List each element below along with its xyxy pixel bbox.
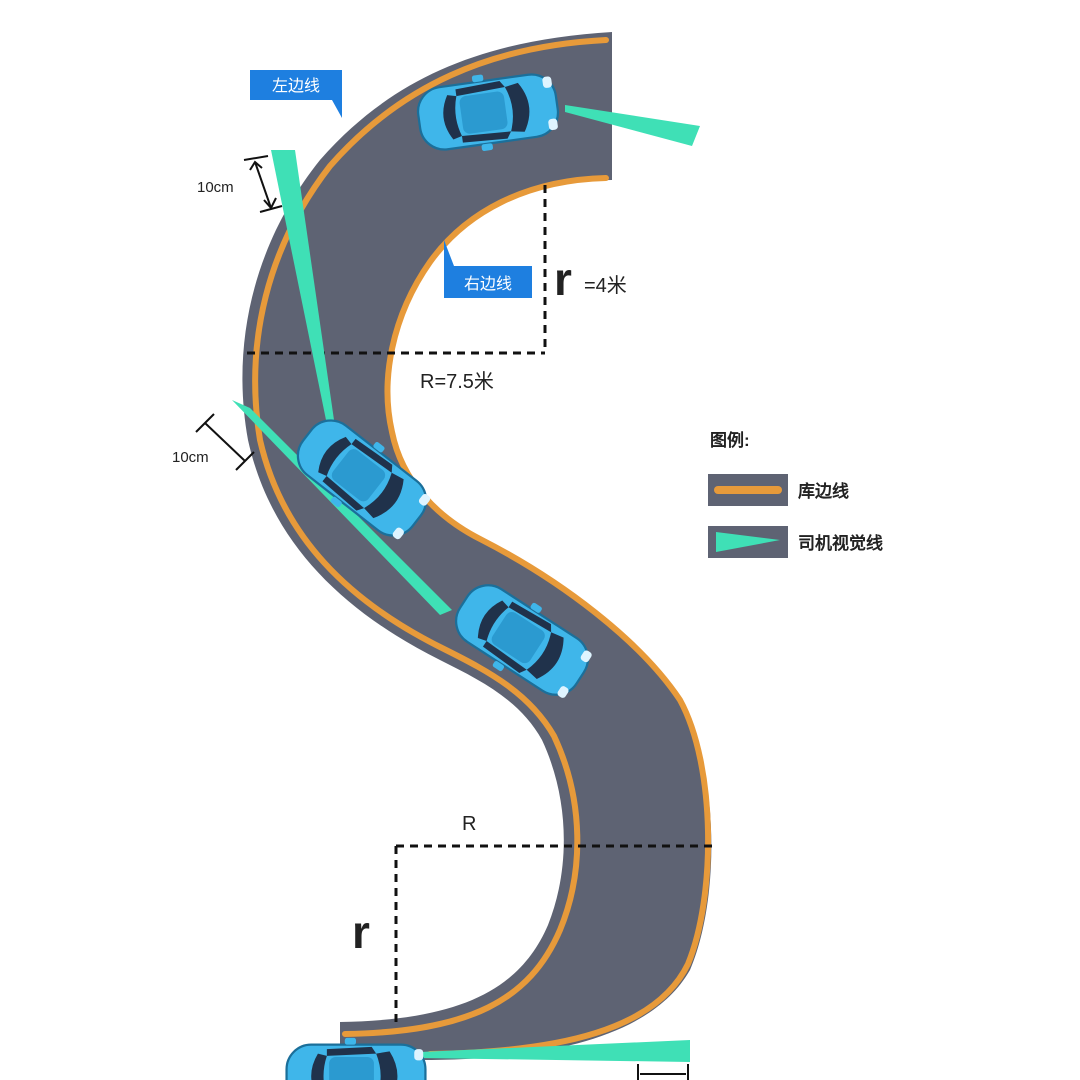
gap-marker-bottom [637, 1064, 689, 1080]
sight-line-bottom [420, 1040, 690, 1062]
legend-title: 图例: [710, 430, 750, 450]
legend-item-edge-label: 库边线 [798, 481, 849, 501]
sight-line-diagonal [232, 400, 452, 615]
legend-item-sight-label: 司机视觉线 [798, 533, 883, 553]
sight-line-vertical [271, 150, 334, 420]
bottom-r-label: r [352, 906, 370, 958]
car-bottom [285, 1036, 427, 1080]
legend-item-sight: 司机视觉线 [708, 526, 883, 558]
callout-left-edge: 左边线 [250, 70, 342, 118]
gap-label-mid: 10cm [172, 449, 209, 466]
big-r-label: R=7.5米 [420, 370, 494, 393]
right-edge-label: 右边线 [464, 275, 512, 293]
small-r-symbol: r [554, 253, 572, 305]
legend: 图例: 库边线 司机视觉线 [708, 430, 883, 558]
small-r-value: =4米 [584, 274, 627, 297]
callout-right-edge: 右边线 [444, 240, 532, 298]
road [242, 32, 712, 1060]
sight-line-top-right [565, 105, 700, 146]
left-edge-label: 左边线 [272, 77, 320, 95]
gap-marker-top [243, 155, 283, 213]
radius-lines [247, 185, 712, 1025]
outer-edge-line [252, 37, 609, 1037]
gap-marker-mid [195, 413, 255, 471]
road-surface [242, 32, 712, 1060]
sight-lines [232, 105, 700, 1062]
edge-lines [252, 37, 712, 1057]
gap-label-top: 10cm [197, 179, 234, 196]
inner-edge-line [384, 175, 712, 1057]
bottom-R-label: R [462, 813, 476, 835]
legend-item-edge: 库边线 [708, 474, 849, 506]
